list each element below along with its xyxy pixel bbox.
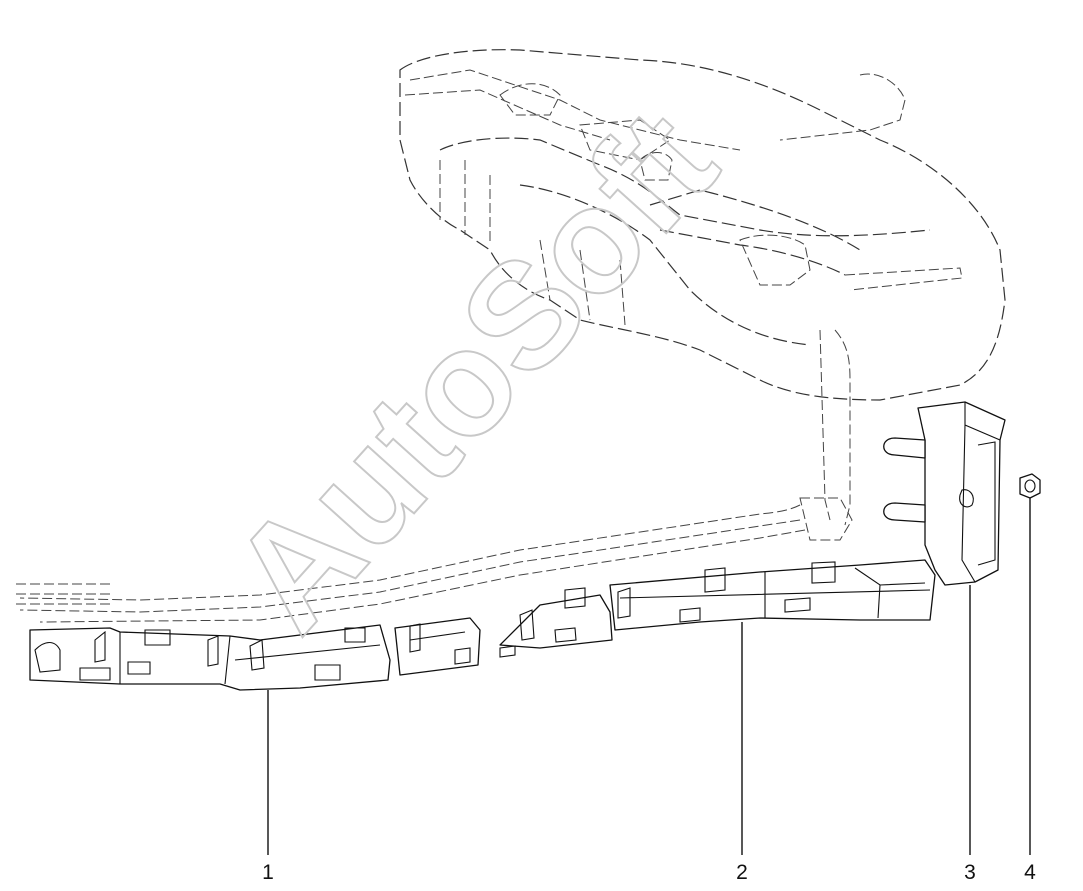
part-1-line-cover [29, 624, 391, 691]
part-3-bracket [883, 401, 1006, 586]
callout-1: 1 [262, 861, 274, 884]
fuel-lines [16, 329, 853, 623]
callout-2: 2 [736, 861, 748, 884]
part-4-nut [1019, 473, 1041, 499]
watermark-text: AutoSoft [199, 79, 747, 662]
fuel-tank-outline [399, 49, 1006, 401]
part-2-line-cover [394, 559, 936, 676]
callout-4: 4 [1024, 861, 1036, 884]
callout-3: 3 [964, 861, 976, 884]
